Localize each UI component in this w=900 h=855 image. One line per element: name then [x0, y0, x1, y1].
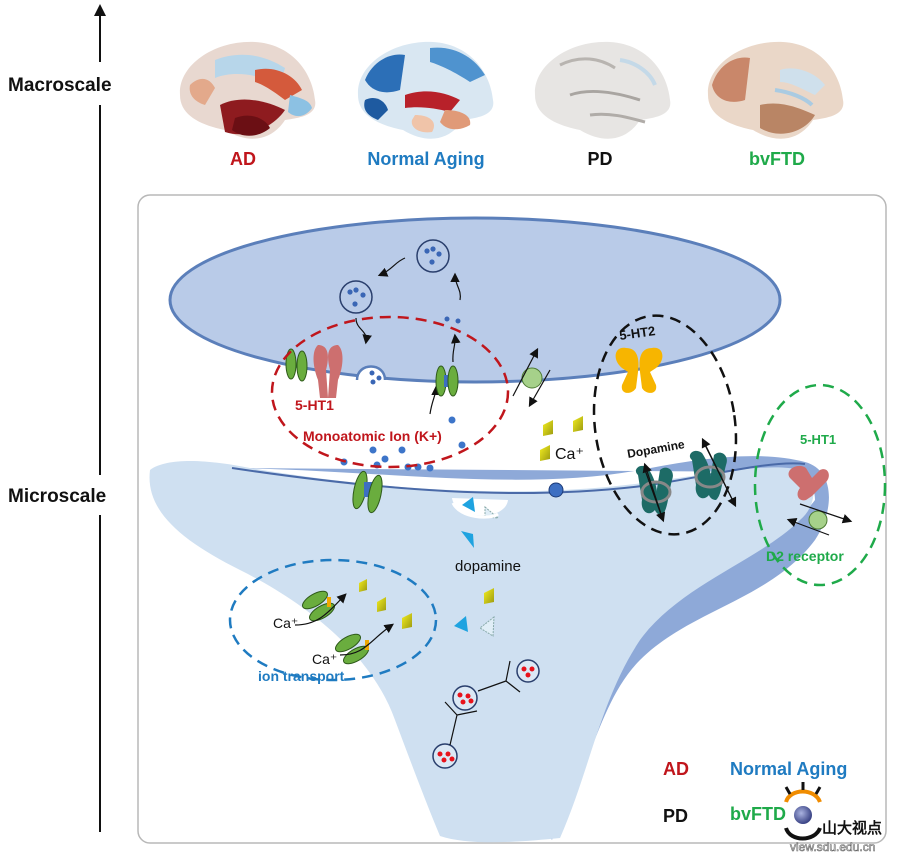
brain-bvftd [707, 41, 844, 139]
brain-label-ad: AD [230, 149, 256, 169]
scale-axis [94, 4, 106, 832]
watermark-name: 山大视点 [822, 819, 882, 837]
brain-label-pd: PD [587, 149, 612, 169]
group-ad-outline [270, 315, 510, 469]
dopamine-transporter [689, 437, 737, 508]
legend-normal-aging: Normal Aging [730, 759, 847, 779]
dopamine-transporter [635, 462, 673, 523]
uptake-arrow [429, 385, 441, 415]
microscale-label: Microscale [8, 486, 106, 507]
5ht2-receptor [615, 347, 663, 393]
5ht1-label-postsynaptic: 5-HT1 [800, 432, 836, 447]
uptake-arrow [451, 333, 461, 363]
brain-ad [179, 41, 316, 139]
calcium-ions [540, 416, 583, 461]
group-bvftd-outline [753, 383, 887, 587]
watermark-url: view.sdu.edu.cn [790, 840, 875, 854]
vesicle [416, 239, 450, 273]
calcium-ions-postsynaptic [359, 579, 494, 629]
legend-pd: PD [663, 806, 688, 826]
legend-bvftd: bvFTD [730, 804, 786, 824]
recycle-arrow [377, 257, 406, 277]
5ht1-receptor [313, 345, 343, 398]
eye-icon [794, 806, 812, 824]
dopamine-label: dopamine [455, 558, 521, 575]
5ht1-receptor-postsynaptic [788, 465, 829, 501]
ion-transport-label: ion transport [258, 668, 345, 684]
transporter [512, 347, 551, 408]
recycle-arrow [450, 272, 461, 301]
postsynaptic-dendrite [149, 461, 814, 843]
calcium-label: Ca⁺ [312, 651, 337, 667]
signaling-vesicles [432, 659, 540, 769]
arrow-up-icon [94, 4, 106, 16]
d2-receptor-label: D2 receptor [766, 548, 844, 564]
postsynaptic-ion-channel [352, 470, 383, 514]
calcium-channel [335, 623, 394, 665]
calcium-label: Ca⁺ [273, 615, 298, 631]
calcium-channel [294, 590, 347, 626]
legend: AD Normal Aging PD bvFTD [663, 759, 847, 826]
d2-receptor [786, 503, 853, 536]
legend-ad: AD [663, 759, 689, 779]
brain-pd [534, 41, 671, 139]
monoatomic-ion-label: Monoatomic Ion (K+) [303, 428, 442, 444]
brain-label-normal-aging: Normal Aging [367, 149, 484, 169]
5ht2-label: 5-HT2 [618, 323, 656, 343]
group-normal-aging-outline [228, 558, 438, 682]
brain-normal-aging [357, 41, 494, 139]
reuptake-path [451, 502, 499, 519]
vesicle [339, 280, 373, 314]
postsynaptic-protein [548, 482, 564, 498]
ion-channel [285, 348, 308, 382]
group-pd-outline [592, 314, 738, 536]
5ht1-label: 5-HT1 [295, 397, 334, 413]
presynaptic-terminal [168, 216, 782, 384]
watermark-logo [784, 782, 822, 841]
release-arrow [355, 317, 372, 345]
calcium-label: Ca⁺ [555, 446, 584, 463]
macroscale-label: Macroscale [8, 75, 112, 96]
potassium-channel [435, 365, 459, 397]
brain-label-bvftd: bvFTD [749, 149, 805, 169]
